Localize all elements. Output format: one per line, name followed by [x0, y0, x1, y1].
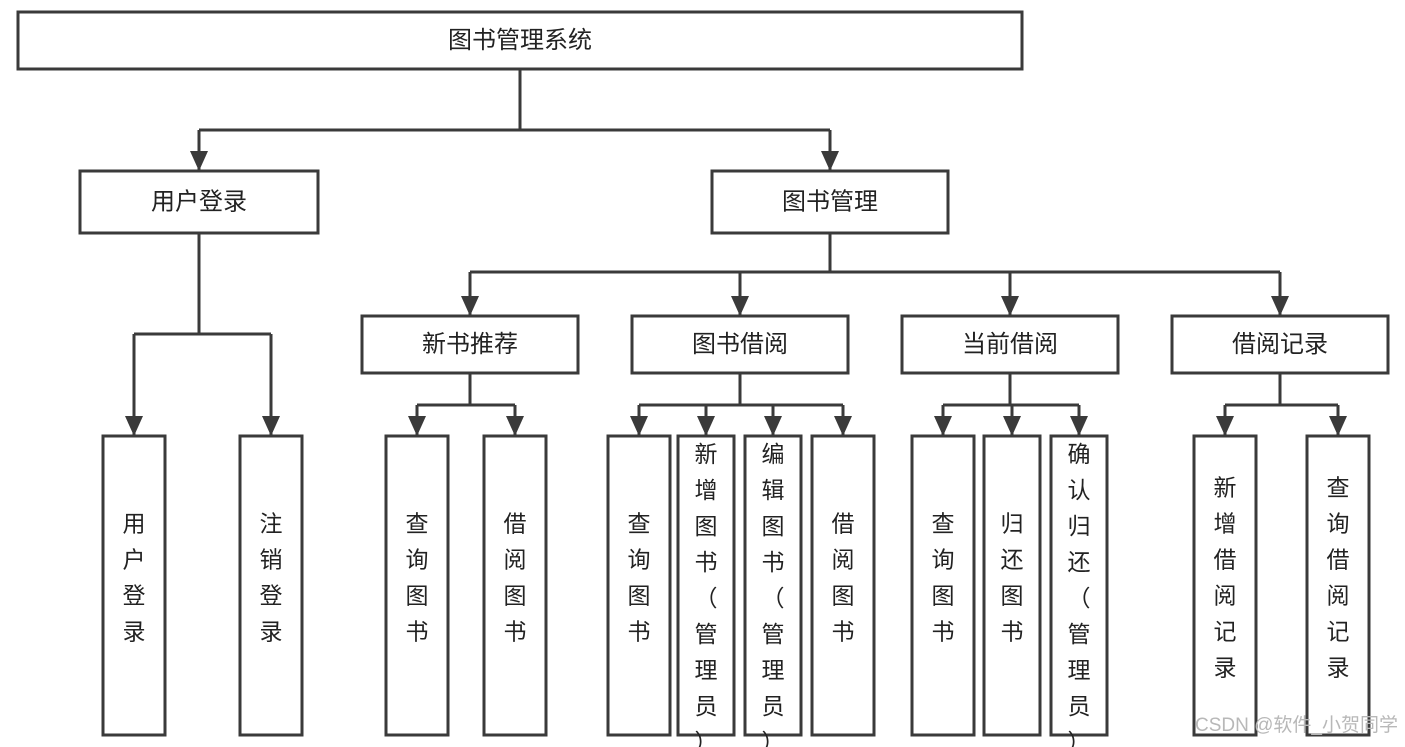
node-box-edit-book-admin[interactable]	[743, 434, 803, 737]
node-label-return-book: 归还图书	[1001, 511, 1024, 645]
arrow-head-icon-confirm-return-admin	[1070, 416, 1088, 436]
node-box-user-login-do[interactable]	[101, 434, 167, 737]
arrow-head-icon-return-book	[1003, 416, 1021, 436]
arrow-head-icon-new-book-recommend	[461, 296, 479, 316]
node-return-book[interactable]: 归还图书	[982, 434, 1042, 737]
node-borrow-record[interactable]: 借阅记录	[1170, 314, 1390, 375]
node-add-book-admin[interactable]: 新增图书（管理员）	[676, 434, 736, 747]
node-label-add-book-admin: 新增图书（管理员）	[695, 441, 718, 747]
node-user-login[interactable]: 用户登录	[78, 169, 320, 235]
node-layer: 图书管理系统用户登录用户登录注销登录图书管理新书推荐查询图书借阅图书图书借阅查询…	[16, 10, 1390, 747]
node-label-new-book-recommend: 新书推荐	[422, 331, 518, 358]
node-box-root[interactable]	[16, 10, 1024, 71]
node-label-user-login-do: 用户登录	[123, 511, 146, 645]
node-add-borrow-record[interactable]: 新增借阅记录	[1192, 434, 1258, 737]
node-confirm-return-admin[interactable]: 确认归还（管理员）	[1049, 434, 1109, 747]
arrow-head-icon-borrow-book-2	[834, 416, 852, 436]
node-current-borrow[interactable]: 当前借阅	[900, 314, 1120, 375]
arrow-head-icon-add-book-admin	[697, 416, 715, 436]
node-label-borrow-book-2: 借阅图书	[832, 511, 855, 645]
node-box-user-logout[interactable]	[238, 434, 304, 737]
node-box-current-borrow[interactable]	[900, 314, 1120, 375]
node-box-new-book-recommend[interactable]	[360, 314, 580, 375]
node-box-add-borrow-record[interactable]	[1192, 434, 1258, 737]
arrow-head-icon-user-login-do	[125, 416, 143, 436]
node-box-borrow-record[interactable]	[1170, 314, 1390, 375]
node-label-book-borrow: 图书借阅	[692, 331, 788, 358]
arrow-head-icon-user-login	[190, 151, 208, 171]
node-label-add-borrow-record: 新增借阅记录	[1214, 475, 1237, 681]
node-box-return-book[interactable]	[982, 434, 1042, 737]
node-label-borrow-record: 借阅记录	[1232, 331, 1328, 358]
node-user-logout[interactable]: 注销登录	[238, 434, 304, 737]
node-user-login-do[interactable]: 用户登录	[101, 434, 167, 737]
connector-layer	[125, 69, 1347, 436]
node-label-query-book-3: 查询图书	[932, 511, 955, 645]
node-root[interactable]: 图书管理系统	[16, 10, 1024, 71]
node-box-query-borrow-record[interactable]	[1305, 434, 1371, 737]
arrow-head-icon-query-book-1	[408, 416, 426, 436]
arrow-head-icon-query-book-3	[934, 416, 952, 436]
node-label-book-management: 图书管理	[782, 188, 878, 215]
node-book-borrow[interactable]: 图书借阅	[630, 314, 850, 375]
node-box-user-login[interactable]	[78, 169, 320, 235]
csdn-watermark: CSDN @软件_小贺同学	[1195, 714, 1398, 736]
node-label-current-borrow: 当前借阅	[962, 331, 1058, 358]
arrow-head-icon-query-borrow-record	[1329, 416, 1347, 436]
arrow-head-icon-query-book-2	[630, 416, 648, 436]
node-box-borrow-book-1[interactable]	[482, 434, 548, 737]
node-query-book-3[interactable]: 查询图书	[910, 434, 976, 737]
arrow-head-icon-borrow-record	[1271, 296, 1289, 316]
arrow-head-icon-user-logout	[262, 416, 280, 436]
arrow-head-icon-edit-book-admin	[764, 416, 782, 436]
arrow-head-icon-add-borrow-record	[1216, 416, 1234, 436]
node-book-management[interactable]: 图书管理	[710, 169, 950, 235]
node-label-user-login: 用户登录	[151, 188, 247, 215]
node-box-query-book-1[interactable]	[384, 434, 450, 737]
arrow-head-icon-borrow-book-1	[506, 416, 524, 436]
arrow-head-icon-book-management	[821, 151, 839, 171]
node-query-book-1[interactable]: 查询图书	[384, 434, 450, 737]
node-box-borrow-book-2[interactable]	[810, 434, 876, 737]
node-label-confirm-return-admin: 确认归还（管理员）	[1068, 441, 1091, 747]
node-box-book-management[interactable]	[710, 169, 950, 235]
node-label-borrow-book-1: 借阅图书	[504, 511, 527, 645]
node-box-query-book-3[interactable]	[910, 434, 976, 737]
node-query-borrow-record[interactable]: 查询借阅记录	[1305, 434, 1371, 737]
node-label-query-book-2: 查询图书	[628, 511, 651, 645]
node-box-confirm-return-admin[interactable]	[1049, 434, 1109, 737]
arrow-head-icon-book-borrow	[731, 296, 749, 316]
node-borrow-book-2[interactable]: 借阅图书	[810, 434, 876, 737]
node-box-add-book-admin[interactable]	[676, 434, 736, 737]
node-edit-book-admin[interactable]: 编辑图书（管理员）	[743, 434, 803, 747]
node-new-book-recommend[interactable]: 新书推荐	[360, 314, 580, 375]
node-label-edit-book-admin: 编辑图书（管理员）	[762, 441, 785, 747]
arrow-head-icon-current-borrow	[1001, 296, 1019, 316]
node-borrow-book-1[interactable]: 借阅图书	[482, 434, 548, 737]
node-box-query-book-2[interactable]	[606, 434, 672, 737]
node-label-query-borrow-record: 查询借阅记录	[1327, 475, 1350, 681]
node-label-query-book-1: 查询图书	[406, 511, 429, 645]
node-label-root: 图书管理系统	[448, 27, 592, 54]
node-box-book-borrow[interactable]	[630, 314, 850, 375]
node-label-user-logout: 注销登录	[260, 511, 283, 645]
node-query-book-2[interactable]: 查询图书	[606, 434, 672, 737]
